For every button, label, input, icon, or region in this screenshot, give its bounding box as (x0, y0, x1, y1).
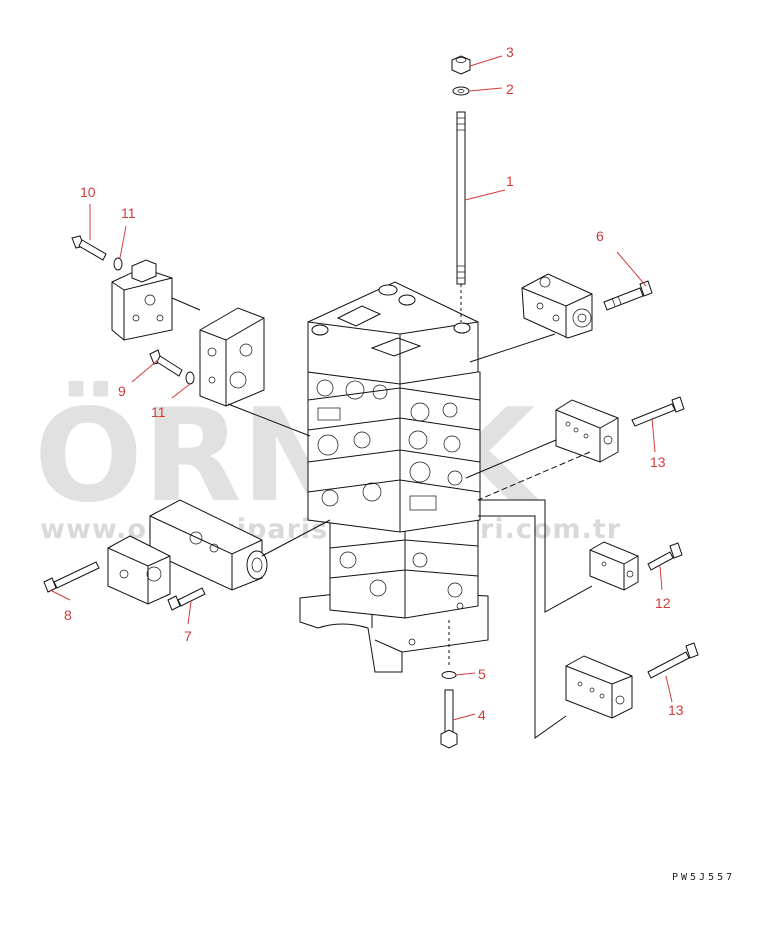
callout-9: 9 (118, 383, 126, 399)
mounting-bolt-washer (441, 671, 457, 679)
bolt-9 (149, 349, 183, 377)
left-end-plate (107, 535, 171, 605)
callout-7: 7 (184, 628, 192, 644)
callout-1: 1 (506, 173, 514, 189)
callout-8: 8 (64, 607, 72, 623)
connection-lines (477, 451, 593, 739)
relief-valve-block (469, 273, 593, 363)
right-block-lower (565, 655, 633, 719)
washer-11-top (113, 257, 123, 271)
washer-11-bottom (185, 371, 195, 385)
bolt-13-upper (631, 396, 685, 427)
bolt-12 (647, 542, 683, 571)
callout-4: 4 (478, 707, 486, 723)
bolt-7 (167, 587, 206, 611)
tie-bolt (456, 111, 466, 322)
bolt-6 (603, 280, 653, 311)
callout-leaders (49, 55, 673, 721)
callout-labels: 1 2 3 4 5 6 7 8 9 10 11 11 12 13 13 (64, 44, 684, 723)
drawing-code: PW5J557 (672, 872, 735, 883)
left-top-valve (111, 259, 201, 341)
tie-bolt-nut (451, 55, 471, 75)
callout-10: 10 (80, 184, 96, 200)
callout-11-bottom: 11 (151, 404, 166, 420)
callout-11-top: 11 (121, 205, 136, 221)
left-valve-plate (199, 307, 311, 437)
bolt-8 (43, 561, 100, 593)
right-block-upper (465, 399, 619, 479)
callout-3: 3 (506, 44, 514, 60)
bolt-13-lower (647, 642, 699, 679)
right-block-middle (589, 541, 639, 591)
callout-5: 5 (478, 666, 486, 682)
callout-2: 2 (506, 81, 514, 97)
tie-bolt-washer (452, 86, 470, 96)
callout-12: 12 (655, 595, 671, 611)
mounting-bolt (440, 620, 458, 749)
main-valve-body (299, 281, 489, 673)
bolt-10 (71, 235, 107, 261)
callout-13-upper: 13 (650, 454, 666, 470)
callout-6: 6 (596, 228, 604, 244)
callout-13-lower: 13 (668, 702, 684, 718)
